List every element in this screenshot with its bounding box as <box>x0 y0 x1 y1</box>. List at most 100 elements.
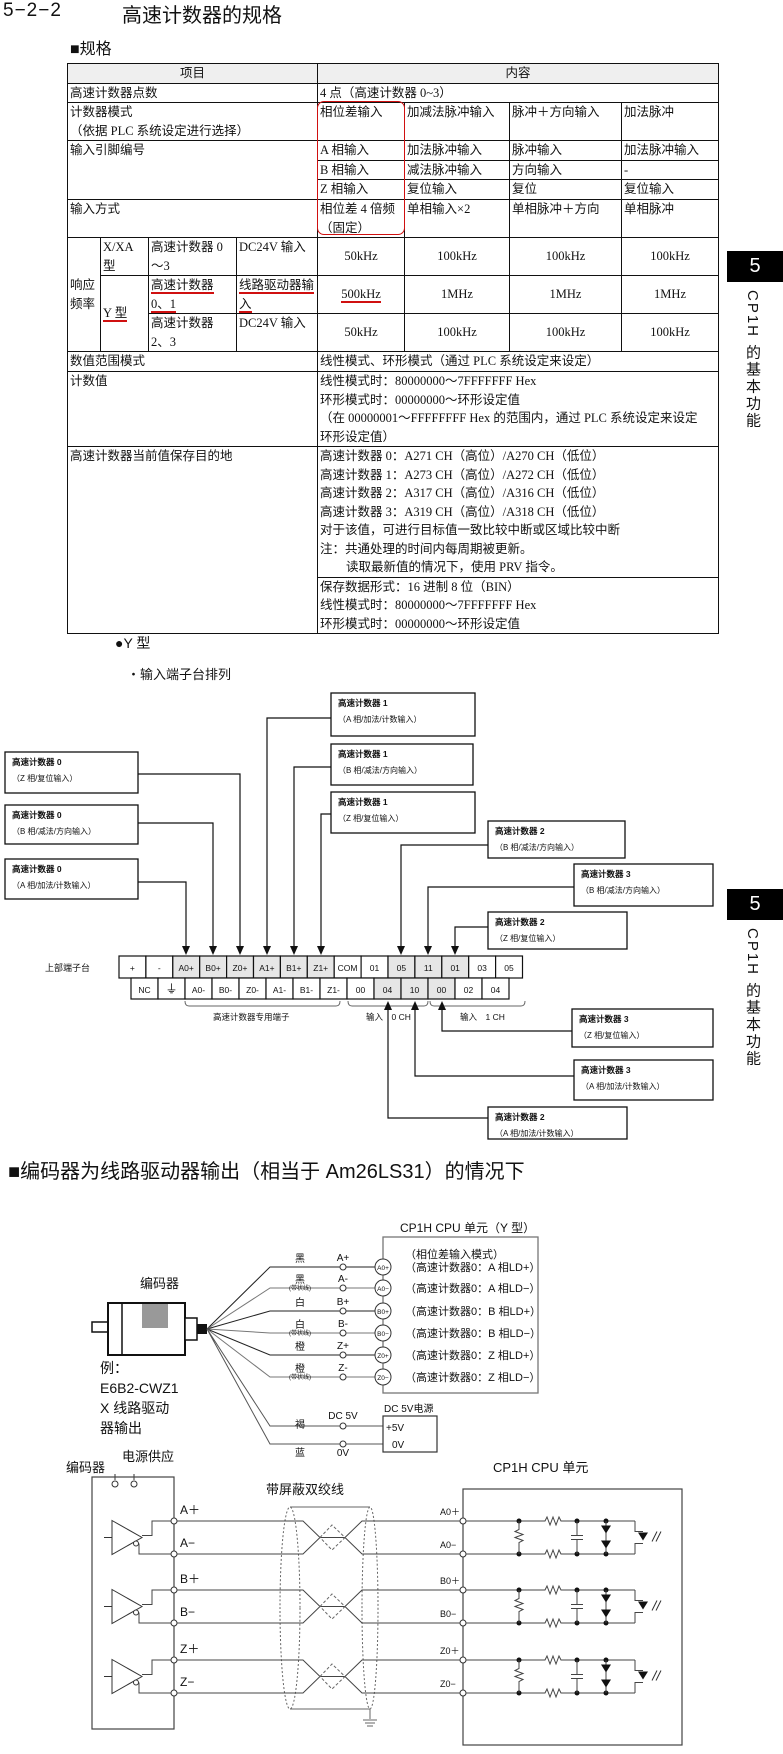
chapter-tab-number: 5 <box>727 889 783 920</box>
cpu-terminal <box>374 1258 392 1276</box>
arrow-down-icon <box>397 946 405 955</box>
callout-title: 高速计数器 3 <box>581 869 631 879</box>
terminal-top-label: COM <box>338 963 358 973</box>
value-line: 高速计数器 2：A317 CH（高位）/A316 CH（低位） <box>320 486 605 500</box>
callout-line <box>414 1009 574 1077</box>
terminal-description: （高速计数器0：A 相LD−） <box>405 1281 540 1295</box>
wire-signal-label: 0V <box>337 1448 350 1459</box>
callout-title: 高速计数器 0 <box>12 810 62 820</box>
diode-icon <box>601 1664 648 1688</box>
terminal-top-label: 03 <box>477 963 487 973</box>
wire-note: (带状线) <box>289 1373 311 1381</box>
encoder-section-heading: ■编码器为线路驱动器输出（相当于 Am26LS31）的情况下 <box>8 1161 525 1183</box>
power-zero-label: 0V <box>392 1440 405 1451</box>
terminal-layout-heading: ・输入端子台排列 <box>127 667 232 682</box>
diode-icon <box>601 1594 648 1618</box>
callout-box <box>487 820 626 859</box>
terminal-description: （高速计数器0：Z 相LD−） <box>405 1370 540 1384</box>
terminal-bottom-label: A1- <box>273 985 286 995</box>
pin-cell: B 相输入 <box>317 159 406 180</box>
cpu-input-terminal <box>459 1619 467 1627</box>
encoder-box <box>91 1476 175 1730</box>
wire-color-label: 橙 <box>295 1340 305 1353</box>
method-cell: 单相脉冲＋方向 <box>509 199 623 238</box>
encoder-output-terminal <box>170 1586 178 1594</box>
terminal-description: （高速计数器0：B 相LD+） <box>405 1304 541 1318</box>
encoder-connector <box>184 1317 198 1341</box>
freq-value-label: 500kHz <box>341 287 381 304</box>
row-label: 计数值 <box>66 371 319 447</box>
pin-cell: 减法脉冲输入 <box>404 159 511 180</box>
input-circuit <box>513 1660 643 1693</box>
section-number: 5−2−2 <box>3 0 62 21</box>
freq-value: 500kHz <box>317 275 406 314</box>
row-value: 线性模式时：80000000～7FFFFFFF Hex 环形模式时：000000… <box>317 371 720 447</box>
callout-title: 高速计数器 0 <box>12 757 62 767</box>
wire-signal-label: B- <box>338 1319 348 1330</box>
arrow-down-icon <box>451 946 459 955</box>
cable-label: 带屏蔽双绞线 <box>266 1482 344 1497</box>
wire-color-label: 黑 <box>295 1274 305 1286</box>
callout-subtitle: （A 相/加法/计数输入） <box>581 1081 665 1091</box>
terminal-top-label: B0+ <box>205 963 220 973</box>
freq-value: 1MHz <box>621 275 720 314</box>
chapter-tab-number: 5 <box>727 251 783 282</box>
y-type-heading: ●Y 型 <box>115 635 151 651</box>
callout-subtitle: （B 相/减法/方向输入） <box>338 765 422 775</box>
cpu-terminal <box>374 1324 392 1342</box>
callout-line <box>454 926 488 947</box>
cpu-pin-label: A0＋ <box>440 1507 460 1517</box>
callout-title: 高速计数器 2 <box>495 1112 545 1122</box>
cpu-input-terminal <box>459 1550 467 1558</box>
line-driver-icon <box>104 1519 144 1556</box>
value-line: 线性模式时：80000000～7FFFFFFF Hex <box>320 374 537 388</box>
cpu-input-terminal <box>459 1689 467 1697</box>
encoder-pin-label: B＋ <box>180 1572 200 1586</box>
value-line: 高速计数器 3：A319 CH（高位）/A318 CH（低位） <box>320 504 605 519</box>
callout-box <box>487 1106 628 1140</box>
wire-color-label: 黑 <box>295 1253 305 1265</box>
encoder-pin-label: Z− <box>180 1675 194 1689</box>
cpu-pin-label: Z0− <box>440 1679 456 1689</box>
terminal-description: （高速计数器0：A 相LD+） <box>405 1260 540 1274</box>
arrow-down-icon <box>263 946 271 955</box>
connection-point <box>339 1329 347 1337</box>
counter-label: 高速计数器 0、1 <box>151 278 214 313</box>
row-label: 输入引脚编号 <box>66 140 319 200</box>
twisted-pair-wire <box>138 1589 463 1624</box>
callout-line <box>138 881 187 947</box>
resistor-icon <box>466 1687 635 1699</box>
encoder-example-line: E6B2-CWZ1 <box>100 1380 179 1396</box>
table-row: 输入引脚编号 A 相输入加法脉冲输入脉冲输入加法脉冲输入 <box>66 140 720 200</box>
callout-subtitle: （Z 相/复位输入） <box>12 773 77 783</box>
callout-title: 高速计数器 3 <box>581 1065 631 1075</box>
row-label: 输入方式 <box>66 199 319 238</box>
subheading-spec: ■规格 <box>70 41 112 58</box>
wire-color-label: 白 <box>295 1296 305 1309</box>
callout-box <box>571 1008 714 1048</box>
resistor-icon <box>466 1617 635 1629</box>
resistor-icon <box>466 1548 635 1560</box>
table-row: 计数值 线性模式时：80000000～7FFFFFFF Hex 环形模式时：00… <box>66 371 720 447</box>
callout-line <box>138 822 214 947</box>
cpu-pin-label: B0− <box>440 1609 456 1619</box>
callout-title: 高速计数器 1 <box>338 698 388 708</box>
pin-cell: 复位输入 <box>404 179 511 200</box>
cpu-terminal <box>374 1346 392 1364</box>
input-1ch-bracket <box>429 1000 526 1007</box>
cable-shield <box>361 1506 379 1710</box>
row-value: 高速计数器 0：A271 CH（高位）/A270 CH（低位） 高速计数器 1：… <box>317 446 720 578</box>
pin-cell: Z 相输入 <box>317 179 406 200</box>
terminal-top-label: Z1+ <box>313 963 328 973</box>
input-circuit <box>513 1590 643 1623</box>
cpu-terminal-label: Z0− <box>377 1375 389 1382</box>
pin-cell: 加法脉冲输入 <box>404 140 511 161</box>
highlight-box <box>317 101 405 235</box>
cpu-input-terminal <box>459 1586 467 1594</box>
terminal-top-label: + <box>130 963 135 973</box>
wire-color-label: 蓝 <box>295 1447 305 1459</box>
connection-point <box>339 1284 347 1292</box>
method-cell: 相位差 4 倍频（固定） <box>317 199 406 238</box>
callout-subtitle: （Z 相/复位输入） <box>338 813 403 823</box>
callout-line <box>387 1009 488 1119</box>
